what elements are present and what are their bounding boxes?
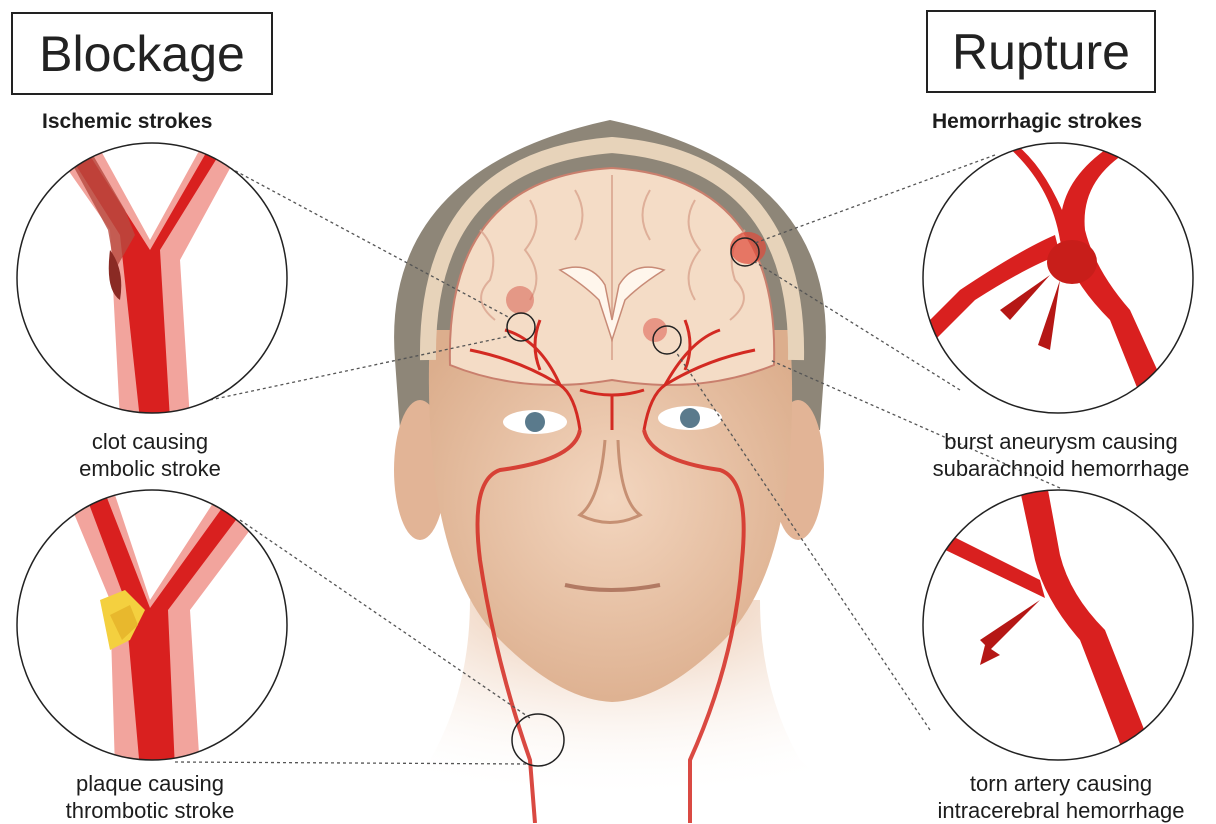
thrombotic-stroke-caption: plaque causing thrombotic stroke (0, 770, 300, 824)
intracerebral-hemorrhage-inset (923, 490, 1193, 770)
subarachnoid-caption-line2: subarachnoid hemorrhage (906, 455, 1216, 482)
thrombotic-caption-line2: thrombotic stroke (0, 797, 300, 824)
intracerebral-hemorrhage-caption: torn artery causing intracerebral hemorr… (906, 770, 1216, 824)
bleed-spot-1 (730, 232, 766, 264)
intracerebral-caption-line2: intracerebral hemorrhage (906, 797, 1216, 824)
embolic-stroke-caption: clot causing embolic stroke (0, 428, 300, 482)
thrombotic-stroke-inset (17, 480, 287, 770)
subarachnoid-hemorrhage-caption: burst aneurysm causing subarachnoid hemo… (906, 428, 1216, 482)
bleed-spot-3 (643, 318, 667, 342)
intracerebral-caption-line1: torn artery causing (906, 770, 1216, 797)
head-figure (360, 120, 870, 823)
embolic-caption-line1: clot causing (0, 428, 300, 455)
bleed-spot-2 (506, 286, 534, 314)
thrombotic-caption-line1: plaque causing (0, 770, 300, 797)
embolic-stroke-inset (17, 130, 287, 420)
subarachnoid-caption-line1: burst aneurysm causing (906, 428, 1216, 455)
subarachnoid-hemorrhage-inset (920, 140, 1193, 420)
embolic-caption-line2: embolic stroke (0, 455, 300, 482)
